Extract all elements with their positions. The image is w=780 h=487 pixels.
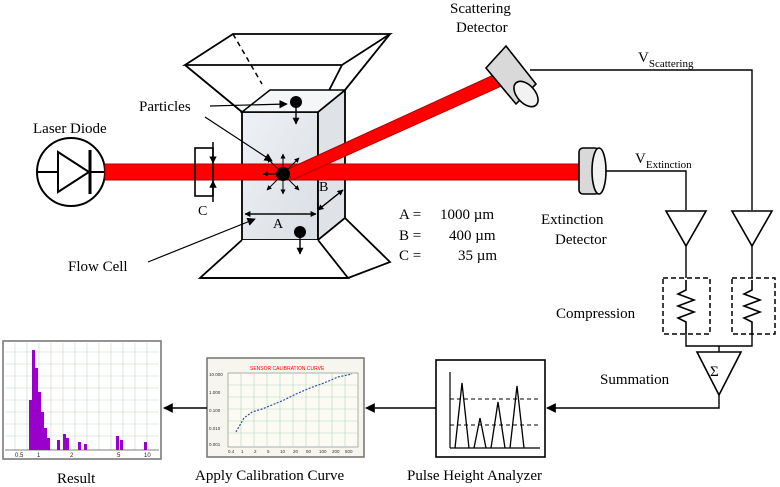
- scattering-amplifier: [730, 210, 774, 248]
- result-x-ticks: 0.5 1 2 5 10: [15, 453, 151, 459]
- pulse-height-analyzer-label: Pulse Height Analyzer: [407, 468, 542, 484]
- laser-diode-label: Laser Diode: [33, 121, 107, 137]
- svg-text:35 µm: 35 µm: [458, 248, 497, 264]
- flow-cell-label: Flow Cell: [68, 259, 128, 275]
- svg-text:10: 10: [144, 453, 151, 459]
- extinction-amplifier: [664, 210, 708, 248]
- v-scattering-label: VScattering: [638, 50, 694, 70]
- svg-text:1.000: 1.000: [209, 390, 221, 395]
- svg-text:C =: C =: [399, 248, 421, 264]
- summation-amplifier: [695, 351, 743, 397]
- svg-text:1000 µm: 1000 µm: [440, 207, 494, 223]
- flow-cell: [181, 33, 394, 279]
- calibration-x-ticks: 0.4 1 2 5 10 20 50 100 200 500: [228, 449, 353, 454]
- svg-text:A =: A =: [399, 207, 421, 223]
- particle-bottom: [294, 226, 306, 255]
- result-histogram-thumbnail: [2, 340, 162, 460]
- particles-label: Particles: [139, 99, 191, 115]
- svg-text:50: 50: [306, 449, 312, 454]
- svg-text:1: 1: [241, 449, 244, 454]
- extinction-detector: [578, 147, 607, 195]
- v-extinction-label: VExtinction: [635, 151, 692, 171]
- svg-text:200: 200: [332, 449, 340, 454]
- pulse-height-analyzer: [435, 359, 546, 458]
- result-label: Result: [57, 471, 96, 487]
- svg-text:400 µm: 400 µm: [449, 228, 496, 244]
- svg-text:5: 5: [267, 449, 270, 454]
- particle-top: [290, 96, 302, 125]
- svg-text:5: 5: [117, 453, 121, 459]
- extinction-detector-label-2: Detector: [555, 232, 607, 248]
- compression-block-extinction: [662, 277, 711, 335]
- svg-text:0.5: 0.5: [15, 453, 24, 459]
- scattering-signal-line: [530, 69, 753, 210]
- svg-text:500: 500: [345, 449, 353, 454]
- scattering-detector: [484, 44, 539, 108]
- summation-label: Summation: [600, 372, 670, 388]
- sigma-symbol: Σ: [710, 364, 719, 380]
- svg-text:2: 2: [70, 453, 74, 459]
- calibration-y-ticks: 10.000 1.000 0.100 0.010 0.001: [209, 372, 223, 447]
- svg-text:1: 1: [37, 453, 41, 459]
- laser-beam: [104, 163, 586, 181]
- svg-text:100: 100: [319, 449, 327, 454]
- calibration-title: SENSOR CALIBRATION CURVE: [250, 366, 325, 372]
- calibration-curve-thumbnail: [206, 357, 365, 458]
- extinction-detector-label-1: Extinction: [541, 212, 604, 228]
- svg-text:0.100: 0.100: [209, 408, 221, 413]
- dimension-c-label: C: [198, 204, 207, 219]
- apply-calibration-label: Apply Calibration Curve: [195, 468, 344, 484]
- svg-text:2: 2: [254, 449, 257, 454]
- scattering-detector-label-1: Scattering: [450, 1, 511, 17]
- dimension-list: A = 1000 µm B = 400 µm C = 35 µm: [399, 207, 497, 264]
- aperture-c: [194, 142, 217, 202]
- dimension-b-arrow: [317, 189, 344, 211]
- dimension-a-label: A: [273, 217, 284, 232]
- compression-label: Compression: [556, 306, 636, 322]
- svg-text:20: 20: [293, 449, 299, 454]
- particle-center: [262, 153, 300, 195]
- laser-diode: [36, 137, 106, 207]
- compression-block-scattering: [731, 277, 776, 335]
- dimension-b-label: B: [319, 180, 328, 195]
- svg-text:10: 10: [280, 449, 286, 454]
- scattering-detector-label-2: Detector: [456, 20, 508, 36]
- svg-text:B =: B =: [399, 228, 421, 244]
- svg-text:0.4: 0.4: [228, 449, 235, 454]
- svg-text:0.001: 0.001: [209, 442, 221, 447]
- extinction-signal-line: [606, 170, 687, 210]
- svg-text:0.010: 0.010: [209, 426, 221, 431]
- svg-text:10.000: 10.000: [209, 372, 223, 377]
